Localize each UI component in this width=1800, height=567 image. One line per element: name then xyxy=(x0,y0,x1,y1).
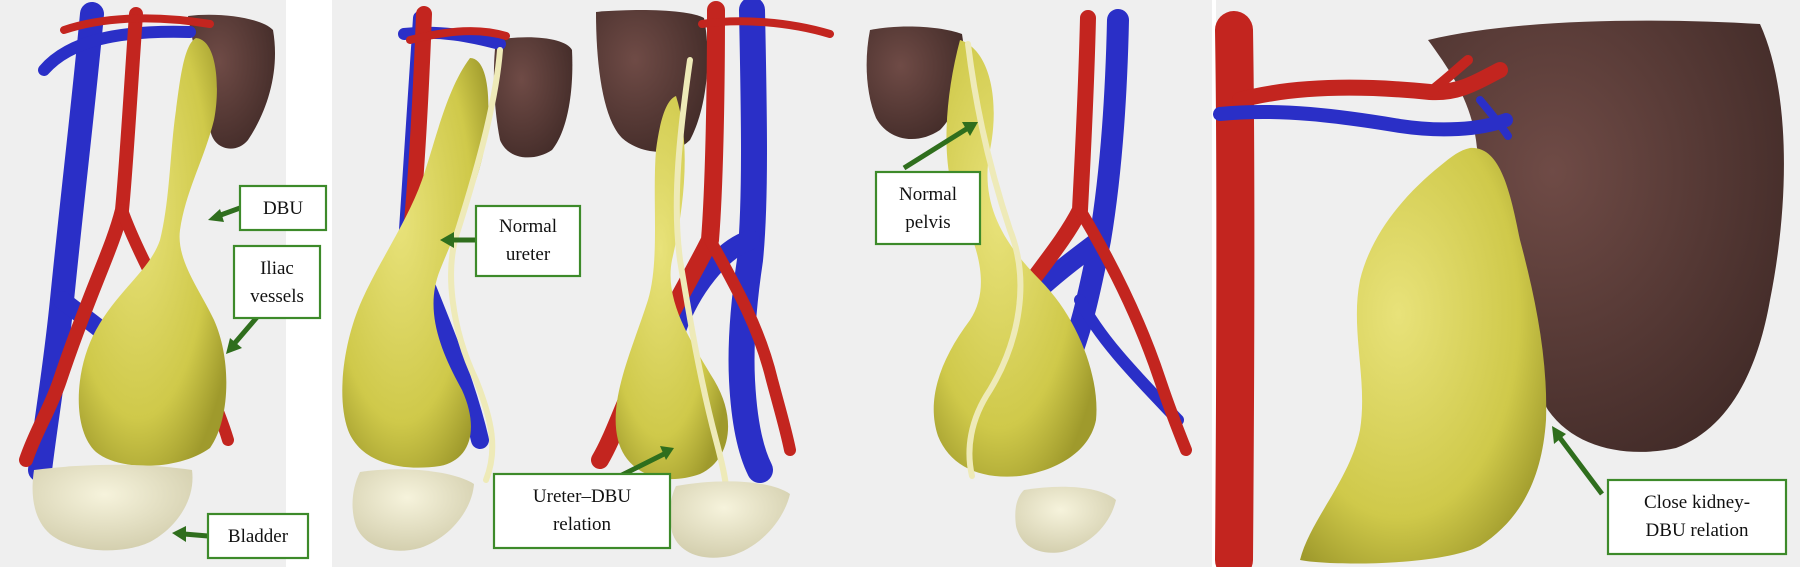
bladder-shape xyxy=(32,464,193,551)
normal-pelvis-callout: Normal pelvis xyxy=(874,170,982,246)
bladder-shape xyxy=(352,469,474,551)
kidney-dbu-callout: Close kidney- DBU relation xyxy=(1606,478,1788,556)
bladder-shape xyxy=(1015,486,1116,553)
kidney-dbu-arrow xyxy=(1552,426,1604,496)
kidney-shape xyxy=(1428,20,1784,452)
ureter-shape xyxy=(448,47,503,483)
iliac-label-line-2: vessels xyxy=(250,286,304,307)
normal-ureter-label-line-2: ureter xyxy=(506,244,551,265)
normal-ureter-callout: Normal ureter xyxy=(474,204,582,278)
dbu-arrow xyxy=(208,205,241,222)
vein-shapes xyxy=(1213,96,1513,140)
normal-ureter-arrow xyxy=(440,232,476,248)
dbu-shape xyxy=(78,38,227,466)
dbu-callout: DBU xyxy=(238,184,328,232)
iliac-label-line-1: Iliac xyxy=(260,258,294,279)
panel-view-1: DBU Iliac vessels Bladder xyxy=(0,0,328,567)
artery-shapes xyxy=(1215,11,1508,567)
bladder-callout: Bladder xyxy=(206,512,310,560)
panel-view-5-zoom: Close kidney- DBU relation xyxy=(1213,0,1800,567)
ureter-shape xyxy=(965,41,1024,479)
dbu-shape xyxy=(342,58,489,468)
normal-pelvis-arrow xyxy=(902,122,978,171)
bladder-shape xyxy=(669,481,790,558)
ureter-shape xyxy=(673,57,730,503)
ureter-dbu-label-line-1: Ureter–DBU xyxy=(533,486,631,507)
kidney-shape xyxy=(866,26,964,140)
ureter-dbu-callout: Ureter–DBU relation xyxy=(492,472,672,550)
kidney-shape xyxy=(493,37,573,158)
bladder-arrow xyxy=(172,526,209,542)
dbu-label: DBU xyxy=(263,198,303,219)
ureter-dbu-arrow xyxy=(618,446,674,479)
dbu-shape xyxy=(1300,147,1547,564)
bladder-label: Bladder xyxy=(228,526,289,547)
iliac-callout: Iliac vessels xyxy=(232,244,322,320)
kidney-dbu-label-line-2: DBU relation xyxy=(1646,520,1749,541)
normal-pelvis-label-line-1: Normal xyxy=(899,184,957,205)
kidney-dbu-label-line-1: Close kidney- xyxy=(1644,492,1750,513)
normal-ureter-label-line-1: Normal xyxy=(499,216,557,237)
iliac-arrow xyxy=(226,314,260,354)
panel-view-3 xyxy=(591,0,862,567)
normal-pelvis-label-line-2: pelvis xyxy=(905,212,950,233)
ureter-dbu-label-line-2: relation xyxy=(553,514,612,535)
panel-view-4: Normal pelvis xyxy=(862,0,1212,567)
panel-view-2: Normal ureter xyxy=(332,0,592,567)
